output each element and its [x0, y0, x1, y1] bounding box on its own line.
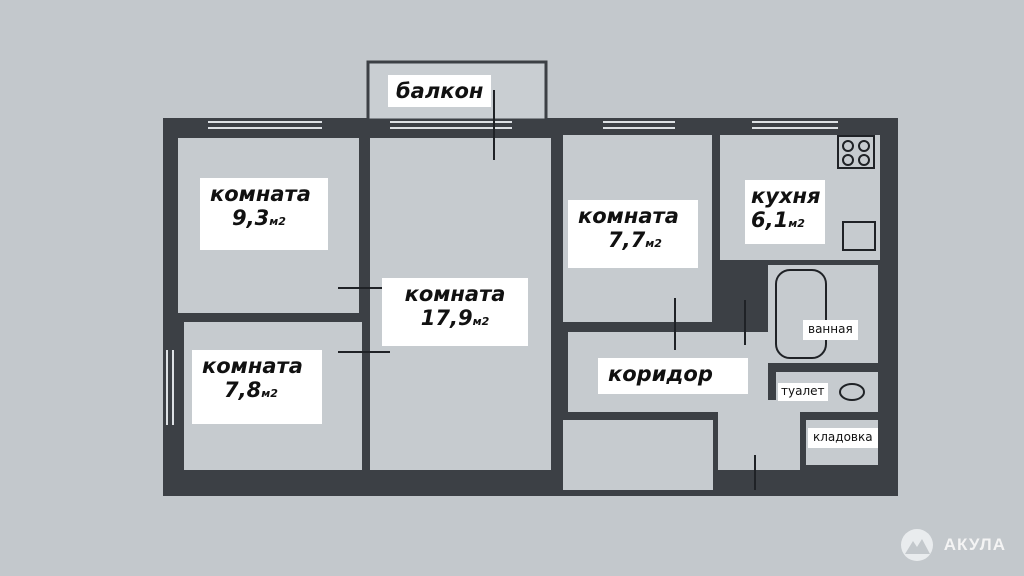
windows — [166, 121, 838, 425]
corridor-label: коридор — [598, 358, 748, 394]
room-label: комната 7,7м2 — [568, 200, 698, 268]
brand-logo: АКУЛА — [900, 528, 1006, 562]
mountain-logo-icon — [900, 529, 933, 561]
brand-name: АКУЛА — [943, 535, 1006, 554]
kitchen-label: кухня 6,1м2 — [745, 180, 825, 244]
balcony-label: балкон — [388, 75, 492, 108]
toilet-label: туалет — [778, 383, 828, 401]
room-label: комната 17,9м2 — [382, 278, 528, 346]
room-lower-right-area — [563, 420, 713, 490]
toilet-bowl-icon — [839, 383, 865, 401]
doors — [338, 90, 756, 490]
bathroom-area — [768, 265, 878, 363]
stove-icon — [837, 135, 875, 169]
room-label: комната 7,8м2 — [192, 350, 322, 424]
room-label: комната 9,3м2 — [200, 178, 328, 250]
bathroom-label: ванная — [803, 320, 858, 340]
sink-icon — [842, 221, 876, 251]
storage-label: кладовка — [808, 428, 878, 448]
bathtub-icon — [775, 269, 827, 359]
